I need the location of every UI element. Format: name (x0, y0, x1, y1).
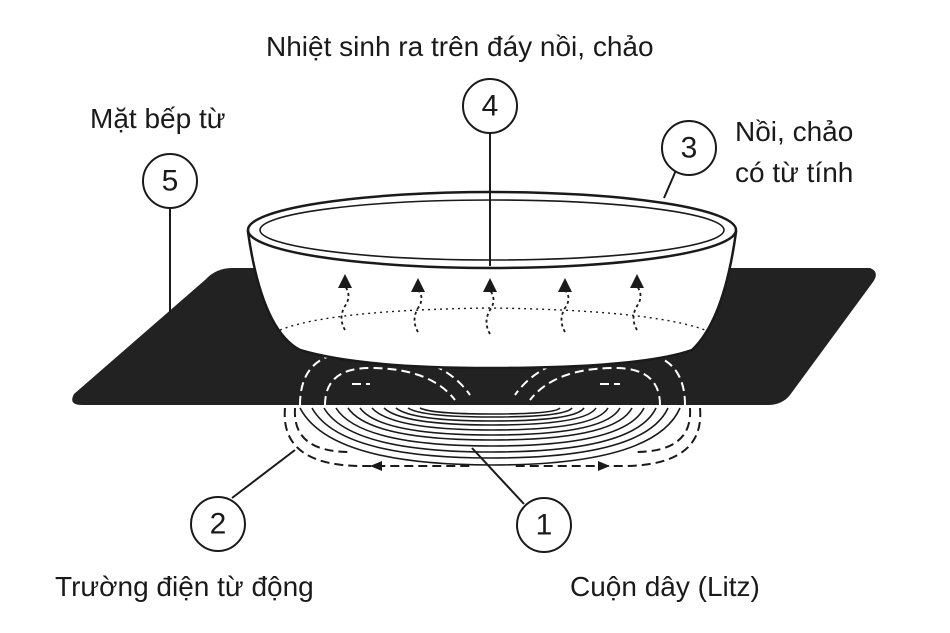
pan (246, 190, 738, 370)
callout-4: 4 (462, 78, 518, 134)
label-heat: Nhiệt sinh ra trên đáy nồi, chảo (266, 31, 654, 62)
svg-text:1: 1 (536, 509, 553, 542)
svg-text:2: 2 (210, 508, 227, 541)
litz-coil (299, 407, 681, 466)
label-cooktop: Mặt bếp từ (90, 103, 225, 134)
callout-2: 2 (190, 496, 246, 552)
label-coil: Cuộn dây (Litz) (570, 571, 760, 602)
label-pan-line2: có từ tính (735, 157, 853, 188)
callout-1: 1 (516, 497, 572, 553)
callout-3: 3 (661, 120, 717, 176)
svg-text:3: 3 (681, 132, 698, 165)
label-pan-line1: Nồi, chảo (735, 116, 853, 147)
heat-arrows (338, 274, 644, 335)
svg-text:4: 4 (482, 90, 499, 123)
label-field: Trường điện từ động (55, 571, 314, 602)
magnetic-field-lower (283, 407, 702, 471)
callout-5: 5 (142, 153, 198, 209)
svg-text:5: 5 (162, 165, 179, 198)
leader-lines (169, 132, 678, 505)
